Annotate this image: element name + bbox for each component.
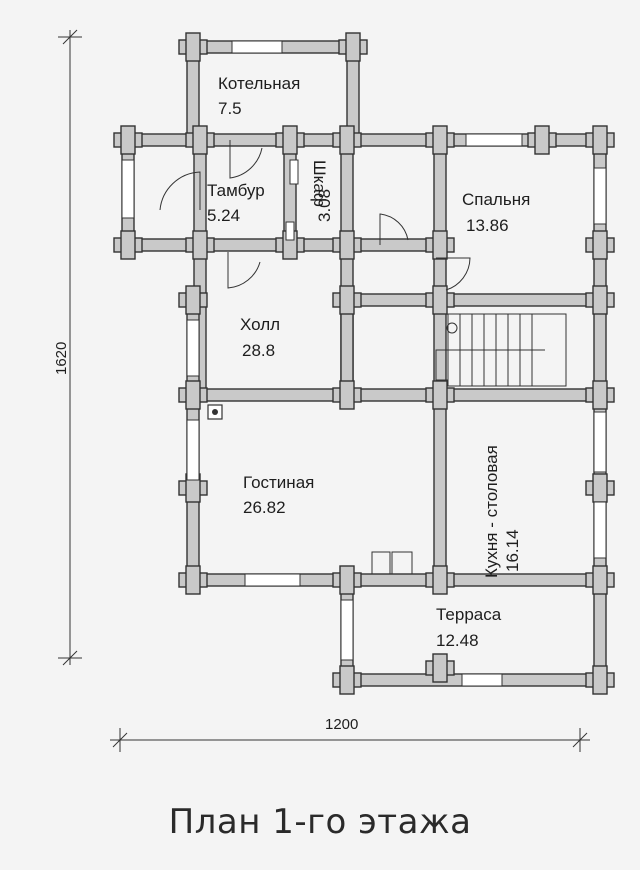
window xyxy=(186,319,200,377)
log-joint xyxy=(192,230,208,260)
log-joint xyxy=(185,285,201,315)
log-joint xyxy=(339,230,355,260)
log-joint xyxy=(432,380,448,410)
door-corridor xyxy=(379,213,409,245)
log-joint xyxy=(185,565,201,595)
log-joint xyxy=(432,230,448,260)
window xyxy=(244,573,301,587)
log-joint xyxy=(339,380,355,410)
chimney-icon xyxy=(207,404,223,420)
log-joint xyxy=(120,230,136,260)
room-area-shkaf: 3.08 xyxy=(315,189,334,222)
wall-segment xyxy=(186,388,607,402)
room-name-holl: Холл xyxy=(240,315,280,334)
log-joint xyxy=(592,665,608,695)
window xyxy=(186,419,200,481)
log-joint xyxy=(345,32,361,62)
windows xyxy=(121,40,607,687)
room-area-holl: 28.8 xyxy=(242,341,275,360)
room-name-gostinaya: Гостиная xyxy=(243,473,314,492)
room-name-spalnya: Спальня xyxy=(462,190,530,209)
closet-door-2 xyxy=(285,221,295,241)
log-joint xyxy=(592,473,608,503)
log-joint xyxy=(339,665,355,695)
window xyxy=(231,40,283,54)
room-area-gostinaya: 26.82 xyxy=(243,498,286,517)
room-name-shkaf: Шкаф xyxy=(310,160,329,207)
log-joint xyxy=(592,230,608,260)
log-joint xyxy=(282,125,298,155)
room-area-tambur: 5.24 xyxy=(207,206,240,225)
log-joint xyxy=(339,125,355,155)
wall-segment xyxy=(433,388,447,587)
window xyxy=(461,673,503,687)
dimension-width: 1200 xyxy=(325,716,358,733)
log-joint xyxy=(339,565,355,595)
log-joint xyxy=(185,380,201,410)
floor-plan: Котельная 7.5 Тамбур 5.24 Шкаф 3.08 Спал… xyxy=(53,29,615,752)
room-area-terrasa: 12.48 xyxy=(436,631,479,650)
log-joint xyxy=(192,125,208,155)
room-area-kuhnya: 16.14 xyxy=(503,529,522,572)
room-area-kotelnaya: 7.5 xyxy=(218,99,242,118)
room-name-kuhnya: Кухня - столовая xyxy=(482,445,501,578)
door-hall xyxy=(227,252,261,289)
door-kotelnaya xyxy=(229,140,263,179)
dimension-lines xyxy=(58,29,590,752)
room-name-kotelnaya: Котельная xyxy=(218,74,300,93)
door-terrace xyxy=(371,551,413,574)
room-name-terrasa: Терраса xyxy=(436,605,502,624)
log-joint xyxy=(339,285,355,315)
window xyxy=(593,411,607,473)
log-joint xyxy=(120,125,136,155)
window xyxy=(593,167,607,225)
log-joint xyxy=(534,125,550,155)
log-joint xyxy=(432,565,448,595)
doors xyxy=(159,140,471,574)
log-joint xyxy=(592,565,608,595)
log-joint xyxy=(432,653,448,683)
door-entrance xyxy=(159,171,201,211)
log-joint xyxy=(185,32,201,62)
door-bedroom xyxy=(436,257,471,291)
window xyxy=(465,133,523,147)
room-area-spalnya: 13.86 xyxy=(466,216,509,235)
log-joint xyxy=(592,285,608,315)
log-joint xyxy=(592,125,608,155)
plan-title: План 1-го этажа xyxy=(168,802,472,842)
room-name-tambur: Тамбур xyxy=(207,181,265,200)
dimension-height: 1620 xyxy=(53,342,70,375)
log-joint xyxy=(592,380,608,410)
window xyxy=(340,599,354,661)
room-labels: Котельная 7.5 Тамбур 5.24 Шкаф 3.08 Спал… xyxy=(207,74,530,650)
window xyxy=(121,159,135,219)
log-joint xyxy=(432,285,448,315)
staircase xyxy=(435,313,567,387)
window xyxy=(593,501,607,559)
log-joint xyxy=(432,125,448,155)
wall-segment xyxy=(346,293,607,307)
closet-door xyxy=(289,159,299,185)
